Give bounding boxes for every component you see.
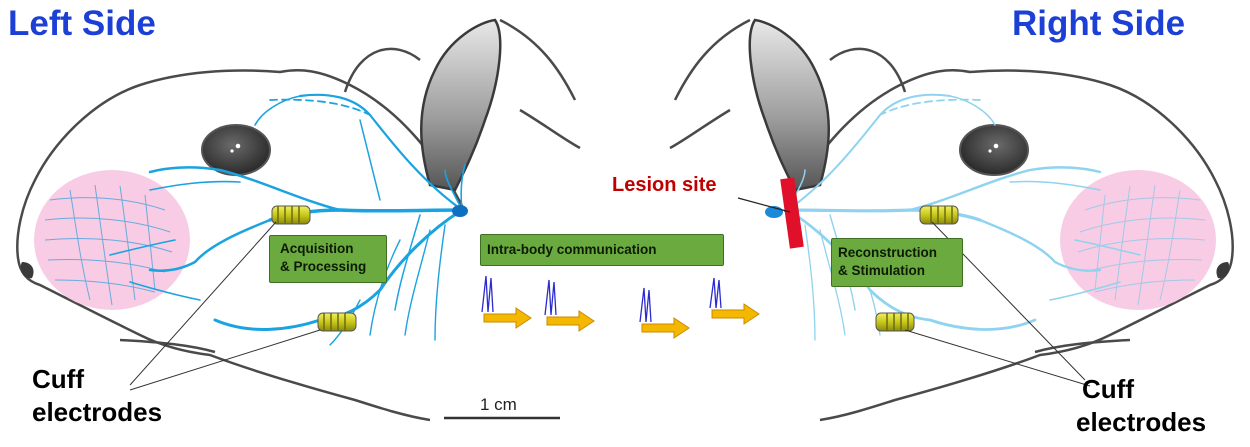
right-head-outline	[783, 69, 1234, 422]
intra-body-communication-box: Intra-body communication	[480, 234, 724, 266]
right-eye	[959, 124, 1029, 176]
left-cuff-label-line2: electrodes	[32, 397, 163, 427]
right-cuff-label-line2: electrodes	[1076, 407, 1207, 437]
scale-bar-label: 1 cm	[480, 395, 517, 414]
intra-body-label: Intra-body communication	[487, 242, 657, 257]
left-ear	[420, 18, 502, 192]
right-ear	[748, 18, 830, 192]
transmission-arrows	[483, 303, 760, 339]
left-head	[16, 18, 581, 422]
acquisition-line2: & Processing	[280, 259, 367, 274]
right-cuff-electrode-lower	[875, 312, 915, 332]
right-cuff-label: Cuff electrodes	[1076, 373, 1206, 439]
left-facial-nerve	[109, 93, 466, 346]
acquisition-line1: Acquisition	[280, 241, 354, 256]
lesion-site-label: Lesion site	[612, 174, 717, 196]
left-eye	[201, 124, 271, 176]
signal-spikes	[481, 275, 722, 323]
right-head	[669, 18, 1234, 422]
right-cuff-electrode-upper	[919, 205, 959, 225]
left-cuff-electrode-upper	[271, 205, 311, 225]
left-head-outline	[16, 69, 467, 422]
left-cuff-electrode-lower	[317, 312, 357, 332]
reconstruction-stimulation-box: Reconstruction & Stimulation	[831, 238, 963, 287]
right-facial-nerve	[786, 93, 1141, 341]
acquisition-processing-box: Acquisition & Processing	[269, 235, 387, 283]
left-side-title: Left Side	[8, 4, 156, 43]
lesion-marker	[780, 177, 804, 249]
lesion-leader-line	[737, 197, 791, 213]
right-side-title: Right Side	[1012, 4, 1186, 43]
reconstruction-line1: Reconstruction	[838, 245, 938, 260]
right-cuff-label-line1: Cuff	[1082, 374, 1134, 404]
left-cuff-label: Cuff electrodes	[32, 363, 162, 429]
reconstruction-line2: & Stimulation	[838, 263, 925, 278]
left-cuff-label-line1: Cuff	[32, 364, 84, 394]
